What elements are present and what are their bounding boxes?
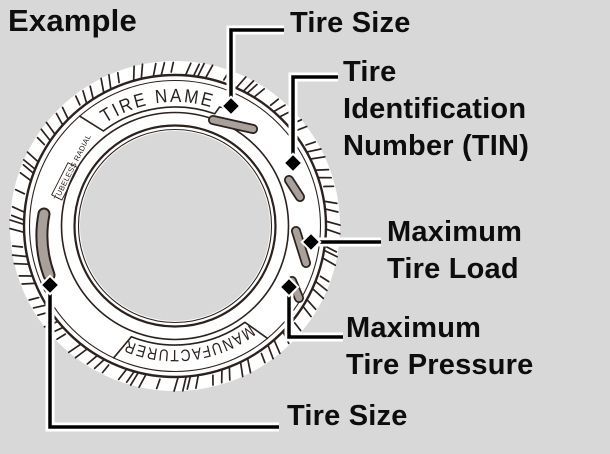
label-line: Identification <box>343 93 527 125</box>
tire-name-banner <box>78 92 236 132</box>
sidewall-circles <box>22 73 328 379</box>
diamond-tin <box>282 152 304 174</box>
callout-diamonds <box>39 95 322 298</box>
label-line: Maximum <box>346 312 482 344</box>
callout-label-tin: Tire Identification Number (TIN) <box>343 54 529 165</box>
tubeless-text-box <box>51 162 79 201</box>
banner-outlines <box>78 92 269 359</box>
callout-lines <box>45 25 381 432</box>
callout-label-max-pressure: Maximum Tire Pressure <box>346 310 533 384</box>
label-line: Tire Load <box>387 253 519 285</box>
callout-label-tire-size-bottom: Tire Size <box>287 398 408 435</box>
tread-tick-marks <box>9 61 341 392</box>
leader-tire-size-bottom <box>48 285 279 429</box>
diamond-max-pressure <box>278 276 300 298</box>
callout-label-tire-size-top: Tire Size <box>290 5 411 42</box>
manufacturer-banner <box>112 321 269 359</box>
label-line: Tire Size <box>287 400 408 432</box>
leader-tin <box>291 75 338 163</box>
label-line: Tire <box>343 56 397 88</box>
diamond-tire-size-top <box>220 95 242 117</box>
leader-tire-size-top <box>229 28 284 106</box>
label-line: Maximum <box>387 216 523 248</box>
page-title: Example <box>8 3 137 38</box>
tire-center-hole <box>80 131 270 321</box>
diamond-tire-size-bottom <box>39 274 61 296</box>
callout-label-max-load: Maximum Tire Load <box>387 214 522 288</box>
leader-max-pressure <box>287 287 343 339</box>
label-line: Tire Size <box>290 7 411 39</box>
label-line: Number (TIN) <box>343 130 530 162</box>
label-line: Tire Pressure <box>346 349 534 381</box>
diamond-max-load <box>300 231 322 253</box>
